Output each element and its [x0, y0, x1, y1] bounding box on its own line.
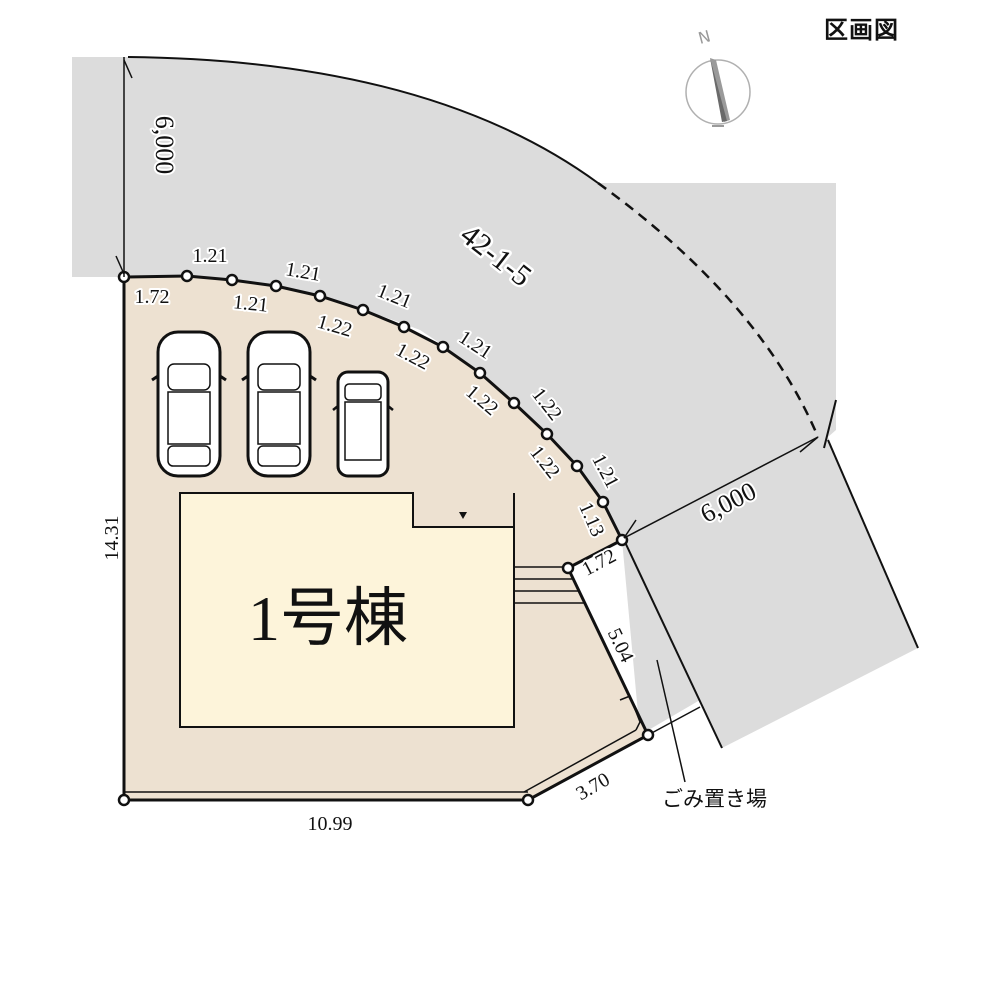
road-width-dimension-top: 6,000: [115, 57, 181, 277]
parking-car-3: [332, 370, 394, 478]
parking-car-2: [241, 330, 317, 478]
north-arrow-icon: N: [685, 26, 751, 127]
page-title: 区画図: [824, 16, 899, 44]
road-width-top-label: 6,000: [150, 116, 179, 175]
north-label: N: [696, 26, 712, 47]
boundary-points: [117, 269, 655, 807]
road-area: [72, 56, 919, 749]
garbage-area-label: ごみ置き場: [662, 787, 767, 811]
dim-top-left: 1.72: [135, 286, 170, 308]
entrance-marker-icon: [459, 512, 467, 519]
dim-bottom: 10.99: [308, 813, 353, 835]
dim-left: 14.31: [101, 516, 123, 561]
building-label: 1号棟: [248, 583, 408, 654]
building-1[interactable]: 1号棟: [179, 492, 586, 728]
dim-arc-inner-1: 1.21: [232, 291, 269, 317]
parking-car-1: [151, 330, 227, 478]
dim-arc-outer-1: 1.21: [193, 245, 228, 267]
